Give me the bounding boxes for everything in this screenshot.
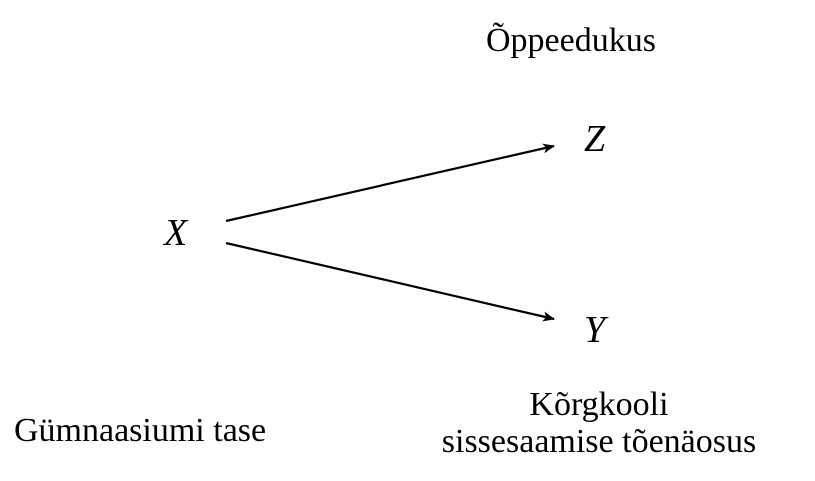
caption-x-school-level: Gümnaasiumi tase (14, 412, 267, 449)
node-x: X (164, 212, 188, 254)
node-y: Y (584, 309, 606, 351)
node-z: Z (584, 118, 606, 160)
caption-z-performance: Õppeedukus (486, 22, 656, 59)
arrow-x-to-z (225, 143, 555, 223)
caption-y-admission-probability: Kõrgkooli sissesaamise tõenäosus (392, 386, 806, 461)
caption-y-line2: sissesaamise tõenäosus (441, 423, 757, 461)
arrow-x-to-y (225, 241, 555, 322)
caption-y-line1: Kõrgkooli (529, 386, 669, 423)
